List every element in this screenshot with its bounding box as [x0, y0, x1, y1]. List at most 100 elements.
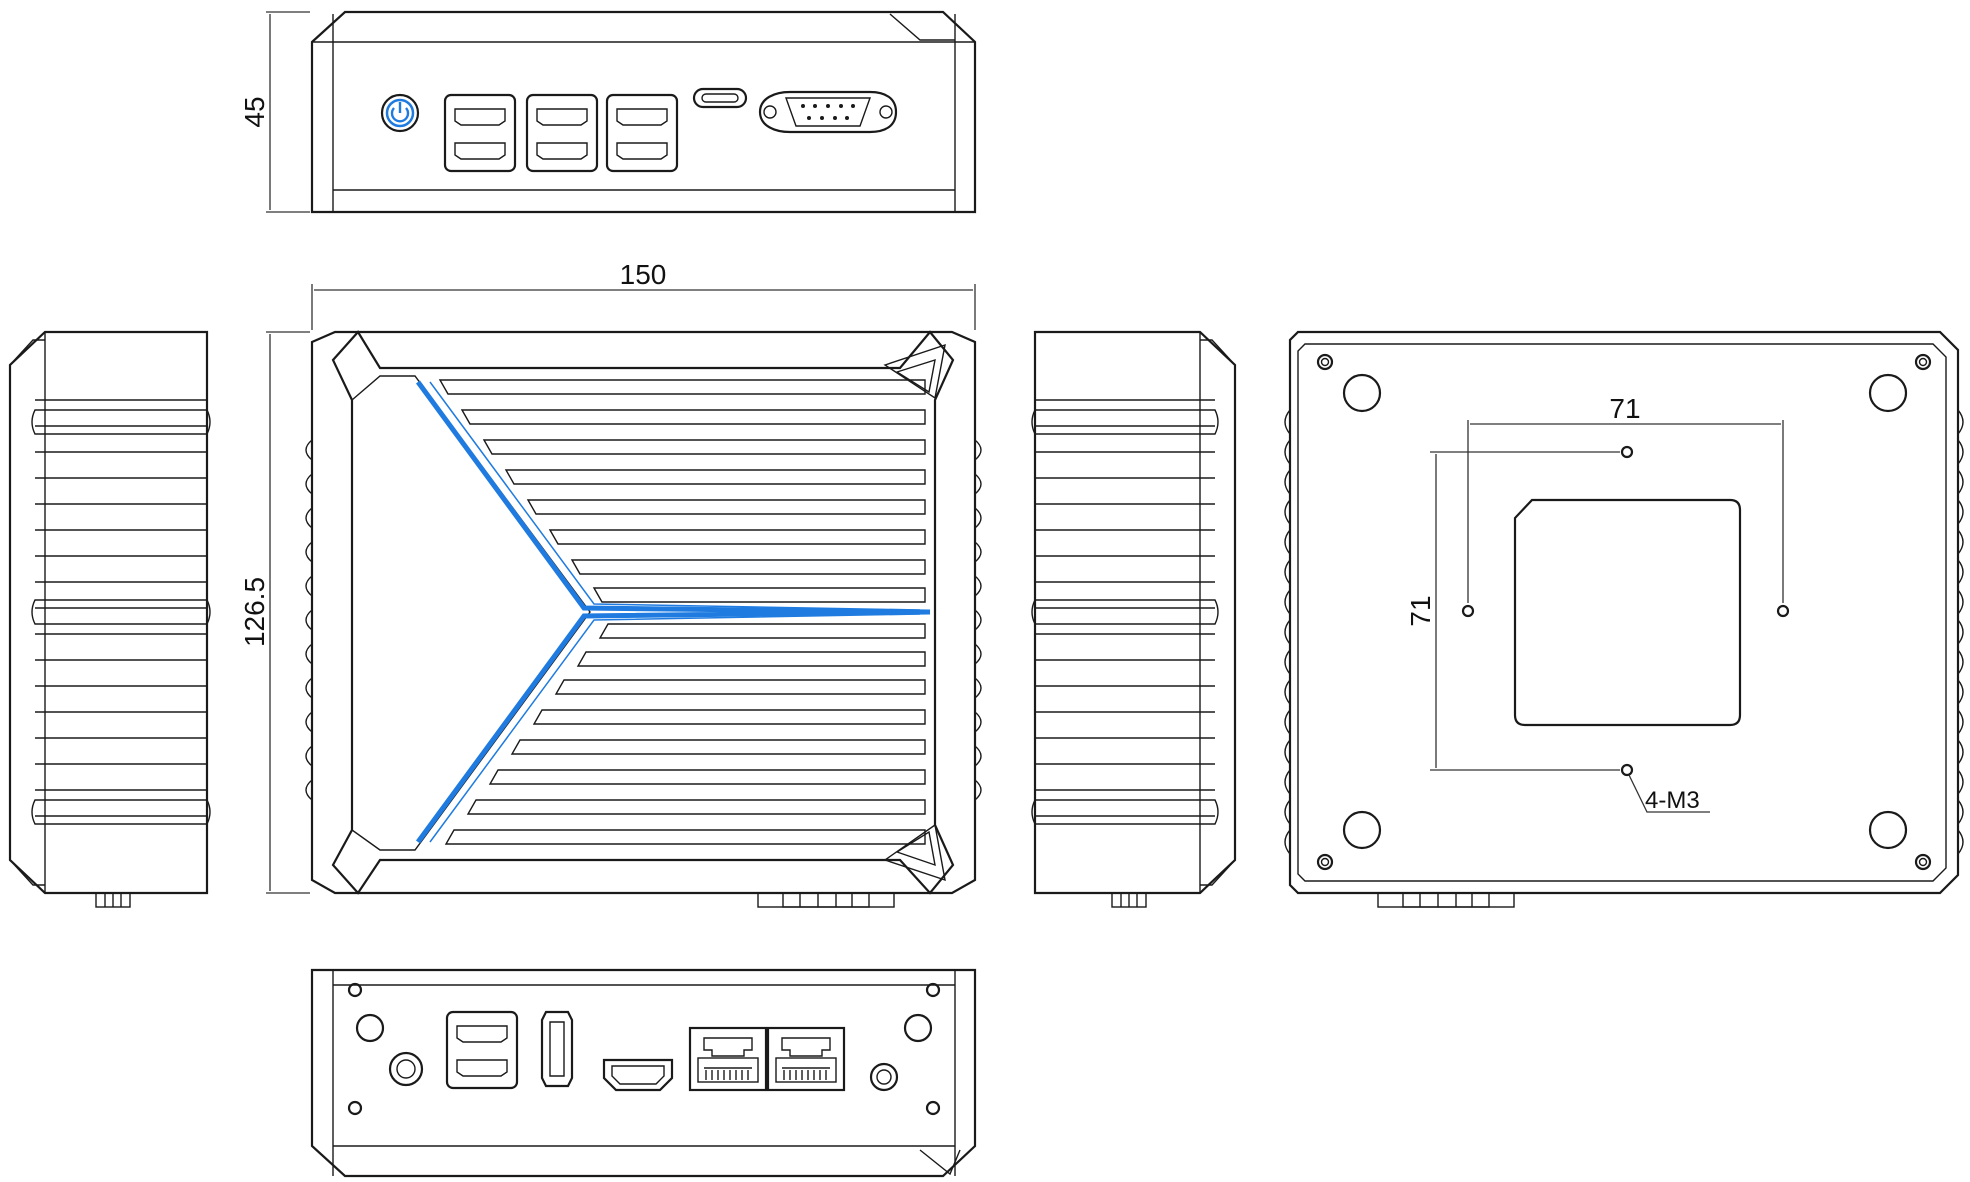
fin-notch [305, 643, 313, 665]
usb-port-group-front [443, 93, 679, 173]
side-rib [31, 409, 211, 435]
grill-slot [598, 623, 926, 639]
grill-slot [460, 409, 926, 425]
rubber-foot [1342, 810, 1382, 850]
grill-slot [482, 439, 926, 455]
lan-port-1 [688, 1026, 768, 1092]
grill-slot [570, 559, 926, 575]
edge-bump [1284, 769, 1291, 795]
grill-slot [438, 379, 926, 395]
edge-bump [1284, 679, 1291, 705]
edge-bump [1284, 739, 1291, 765]
edge-bump [1284, 829, 1291, 855]
edge-bump [1957, 619, 1964, 645]
power-icon [390, 107, 410, 123]
usb-port-group-rear [445, 1010, 519, 1090]
fin-notch [305, 677, 313, 699]
lan-port-2 [766, 1026, 846, 1092]
audio-jack [869, 1062, 899, 1092]
fin-notch [305, 711, 313, 733]
side-rib [31, 799, 211, 825]
edge-bump [1284, 799, 1291, 825]
fin-notch [974, 439, 982, 461]
edge-bump [1957, 499, 1964, 525]
fin-notch [974, 473, 982, 495]
edge-bump [1284, 559, 1291, 585]
edge-bump [1284, 589, 1291, 615]
edge-bump [1957, 559, 1964, 585]
side-rib [1031, 599, 1219, 625]
grill-slot [504, 469, 926, 485]
right-side-connector [1111, 892, 1147, 908]
side-rib [1031, 799, 1219, 825]
fin-notch [974, 609, 982, 631]
fin-notch [305, 541, 313, 563]
fin-notch [974, 507, 982, 529]
grill-slot [576, 651, 926, 667]
fin-notch [974, 541, 982, 563]
edge-bump [1957, 469, 1964, 495]
usb-c-port [692, 87, 748, 109]
fin-notch [305, 439, 313, 461]
rear-view [310, 968, 977, 1178]
top-view: 150 126.5 [239, 259, 982, 908]
right-side-view [1031, 330, 1237, 908]
fin-notch [974, 643, 982, 665]
rubber-foot [1868, 810, 1908, 850]
dim-width-label: 150 [620, 259, 667, 290]
grill-slot [510, 739, 926, 755]
edge-bump [1284, 619, 1291, 645]
rubber-foot [1342, 373, 1382, 413]
left-side-view [8, 330, 211, 908]
fin-notch [974, 711, 982, 733]
fin-notch [305, 779, 313, 801]
fin-notch [974, 575, 982, 597]
grill-slot [488, 769, 926, 785]
edge-bump [1284, 439, 1291, 465]
dim-height-label: 45 [239, 96, 270, 127]
power-button [380, 93, 420, 133]
edge-bump [1957, 589, 1964, 615]
edge-bump [1957, 829, 1964, 855]
serial-stub-top-view [757, 892, 895, 908]
grill-slot [592, 587, 926, 603]
edge-bump [1284, 409, 1291, 435]
grill-slot [466, 799, 926, 815]
grill-slot [526, 499, 926, 515]
hdmi-port-horizontal [602, 1058, 674, 1092]
fin-notch [305, 609, 313, 631]
edge-bump [1284, 529, 1291, 555]
grill-slot [444, 829, 926, 845]
side-rib [1031, 409, 1219, 435]
edge-bump [1957, 709, 1964, 735]
edge-bump [1957, 769, 1964, 795]
dim-hole-x-label: 71 [1609, 393, 1640, 424]
rubber-foot [1868, 373, 1908, 413]
edge-bump [1284, 499, 1291, 525]
edge-bump [1957, 439, 1964, 465]
fin-notch [305, 575, 313, 597]
edge-bump [1957, 529, 1964, 555]
edge-bump [1957, 679, 1964, 705]
edge-bump [1957, 739, 1964, 765]
grill-slot [532, 709, 926, 725]
edge-bump [1957, 649, 1964, 675]
fin-notch [305, 473, 313, 495]
fin-notch [974, 677, 982, 699]
fin-notch [974, 779, 982, 801]
bottom-view: 71 71 4-M3 [1284, 330, 1964, 908]
serial-stub-bottom-view [1377, 892, 1515, 908]
fin-notch [305, 507, 313, 529]
screw-spec-label: 4-M3 [1645, 787, 1700, 814]
accent-stripe [415, 380, 931, 844]
side-rib [31, 599, 211, 625]
fin-notch [305, 745, 313, 767]
dim-depth-label: 126.5 [239, 577, 270, 647]
grill-slot [554, 679, 926, 695]
edge-bump [1284, 709, 1291, 735]
serial-port-front [758, 90, 898, 134]
edge-bump [1284, 649, 1291, 675]
dc-power-jack [388, 1051, 424, 1087]
edge-bump [1957, 799, 1964, 825]
